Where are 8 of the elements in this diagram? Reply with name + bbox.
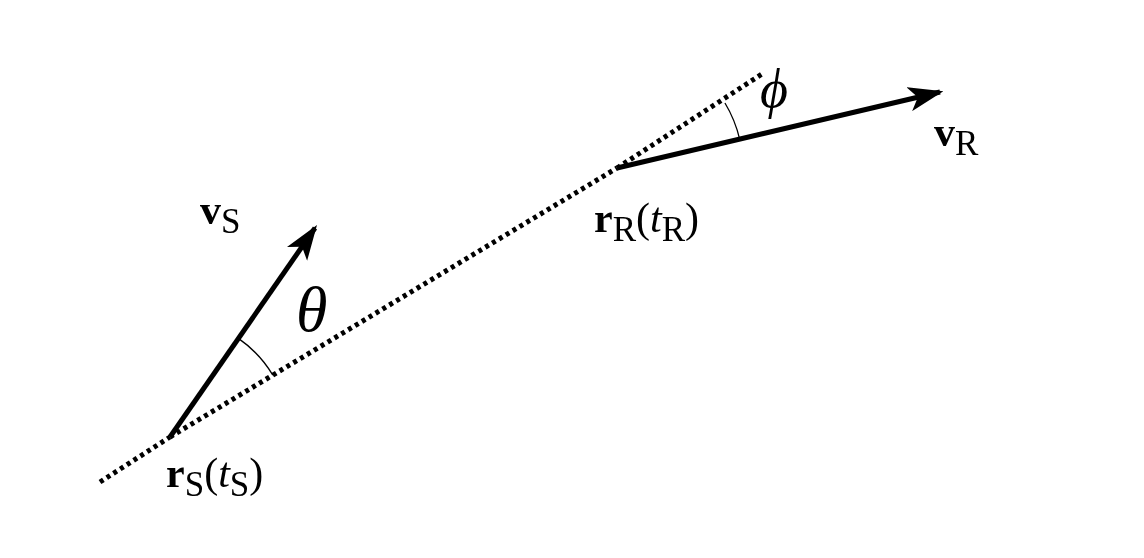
vector-label: v$_{R}$	[934, 111, 979, 162]
dotted-line	[168, 165, 619, 440]
point-label: r$_{R}$(t$_{R}$)	[594, 197, 700, 248]
vector-arrow	[167, 225, 318, 439]
vector-label: v$_{S}$	[200, 189, 241, 240]
vector-arrow	[616, 87, 944, 171]
angle-label: θ	[296, 278, 328, 342]
point-label: r$_{S}$(t$_{S}$)	[166, 452, 264, 503]
